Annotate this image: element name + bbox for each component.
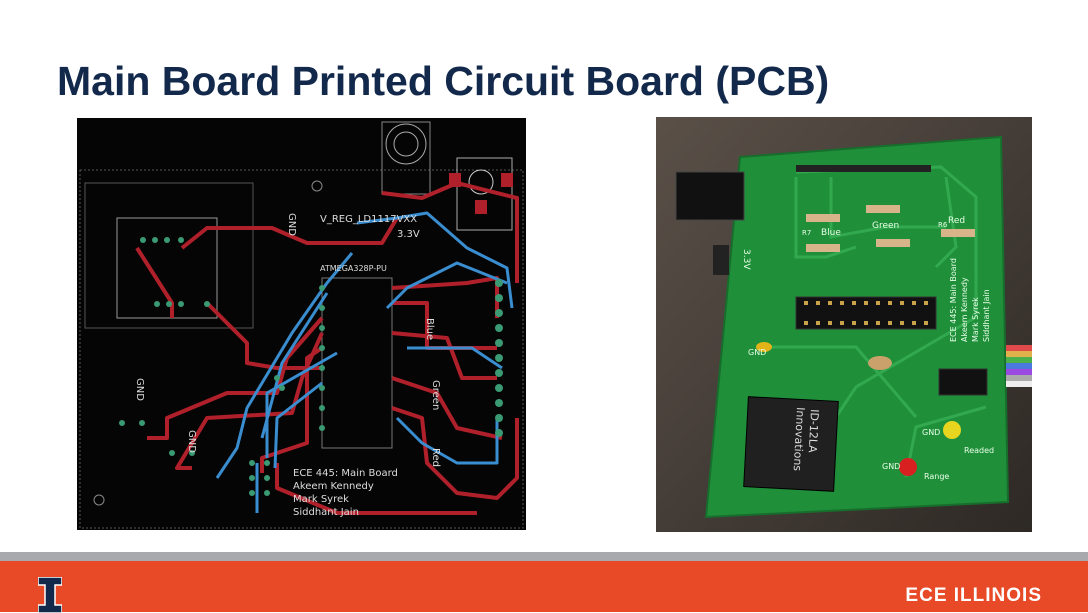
photo-module-label-2: Innovations [791,407,807,472]
pcb-label-gnd-top: GND [286,213,297,236]
ece-illinois-brand: ECE ILLINOIS [905,585,1042,606]
pcb-label-green: Green [430,380,441,410]
footer-bar: ECE ILLINOIS [0,552,1088,613]
slide-title: Main Board Printed Circuit Board (PCB) [57,58,830,104]
pcb-label-blue: Blue [424,318,435,340]
photo-label-gnd-2: GND [922,428,940,437]
pcb-layout-image: GND V_REG_LD1117VXX 3.3V ATMEGA328P-PU B… [77,118,526,530]
pcb-label-mcu: ATMEGA328P-PU [320,264,387,273]
pcb-credit-line-1: ECE 445: Main Board [293,468,398,479]
footer-orange-band: ECE ILLINOIS [0,561,1088,613]
photo-side-line-2: Akeem Kennedy [960,277,969,342]
photo-label-red: Red [948,216,965,226]
photo-label-green: Green [872,221,899,231]
illinois-block-i-logo [38,577,62,613]
photo-label-3v3: 3.3V [741,249,751,270]
footer-gray-stripe [0,552,1088,561]
pcb-label-gnd-left: GND [134,378,145,401]
photo-module-label-1: ID-12LA [806,409,821,454]
photo-label-gnd-3: GND [882,462,900,471]
pcb-credit-line-2: Akeem Kennedy [293,481,374,492]
photo-side-line-3: Mark Syrek [971,297,980,342]
photo-label-gnd-1: GND [748,348,766,357]
photo-label-blue: Blue [821,228,841,238]
photo-label-r6: R6 [938,221,948,229]
pcb-credit-line-3: Mark Syrek [293,494,349,505]
photo-side-line-1: ECE 445: Main Board [949,258,958,342]
photo-side-line-4: Siddhant Jain [982,289,991,342]
pcb-label-voltage: 3.3V [397,229,420,240]
pcb-photo-image: 3.3V R7 Blue Green R6 Red GND GND Readed… [656,117,1032,532]
pcb-label-regulator: V_REG_LD1117VXX [320,214,417,225]
photo-label-r7: R7 [802,229,811,237]
photo-label-readed: Readed [964,446,994,455]
photo-label-range: Range [924,472,949,481]
pcb-label-gnd-bottom: GND [186,430,197,453]
pcb-credit-line-4: Siddhant Jain [293,507,359,518]
pcb-label-red: Red [430,448,441,467]
